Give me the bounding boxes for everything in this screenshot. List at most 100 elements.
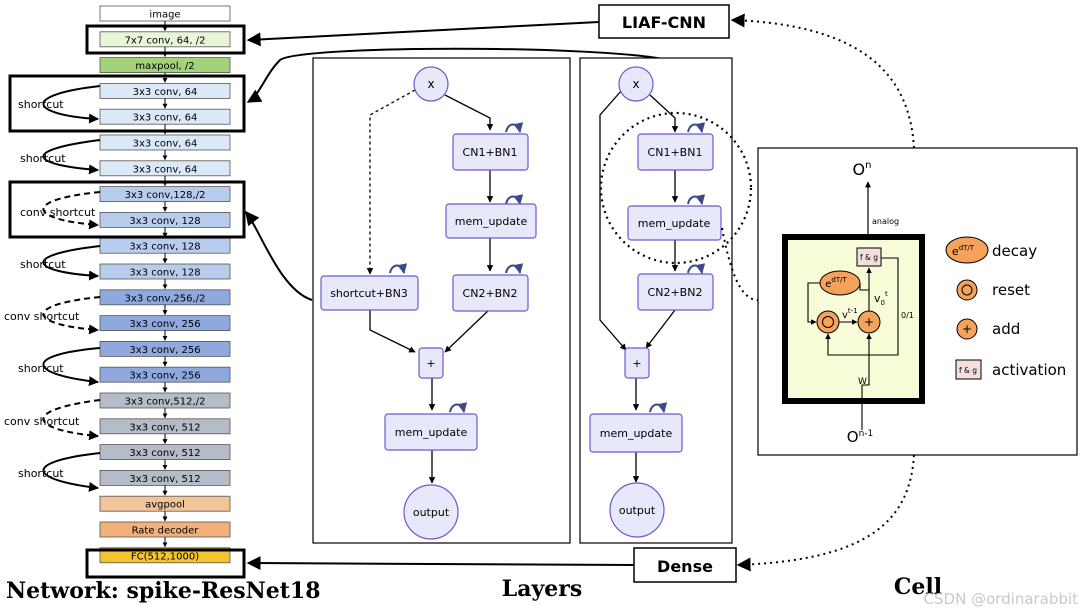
cn2-bn2-label: CN2+BN2 <box>463 287 518 300</box>
shortcut-label: shortcut <box>18 362 64 375</box>
layers-title: Layers <box>502 576 582 602</box>
add-legend-label: add <box>992 320 1020 338</box>
network-layer-box <box>99 547 231 564</box>
shortcut-bn3-node <box>320 275 419 311</box>
network-layer-label: 3x3 conv,256,/2 <box>125 293 206 304</box>
activation-legend-label: activation <box>992 361 1066 379</box>
mem-update-label: mem_update <box>455 215 528 228</box>
decay-legend-label: decay <box>992 242 1037 260</box>
basic-block-edges <box>599 89 679 483</box>
add-symbol: + <box>864 315 874 329</box>
multiply-node <box>413 66 449 102</box>
output-symbol: On <box>853 160 872 179</box>
network-title: Network: spike-ResNet18 <box>6 578 321 604</box>
mem-update-node <box>627 205 722 241</box>
shortcut-bn3-label: shortcut+BN3 <box>330 287 408 300</box>
shortcut-arcs <box>42 85 101 492</box>
cn2-bn2-label: CN2+BN2 <box>648 286 703 299</box>
basic-block-link <box>246 47 669 103</box>
mem-update-node <box>445 203 537 239</box>
liaf-cnn-box <box>598 4 730 39</box>
mem-update-label: mem_update <box>395 426 468 439</box>
output-node <box>609 482 665 538</box>
spike-label: 0/1 <box>901 311 914 320</box>
basic-block-highlight-box <box>8 74 246 133</box>
reset-node <box>816 310 840 334</box>
network-layer-label: 3x3 conv, 512 <box>129 422 200 433</box>
conv-block-link <box>245 210 313 301</box>
network-layer-label: 3x3 conv, 128 <box>129 268 200 279</box>
cn1-bn1-label: CN1+BN1 <box>463 146 518 159</box>
network-layer-label: avgpool <box>145 500 185 511</box>
add-node <box>418 347 444 379</box>
conv7-highlight-box <box>85 24 246 55</box>
network-layer-label: 3x3 conv, 256 <box>129 345 200 356</box>
add-node-label: + <box>632 357 641 370</box>
conv-block-edges <box>366 89 494 484</box>
mem-update-label: mem_update <box>600 427 673 440</box>
multiply-node-label: x <box>427 77 434 91</box>
liaf-cnn-label: LIAF-CNN <box>622 13 706 32</box>
cell-title: Cell <box>894 574 942 600</box>
shortcut-label: shortcut <box>20 152 66 165</box>
activation-legend-icon <box>955 359 982 380</box>
dense-label: Dense <box>657 557 713 576</box>
cell-to-liaf-dotted-arrow <box>730 13 915 149</box>
multiply-node-label: x <box>632 77 639 91</box>
network-layer-label: 3x3 conv, 512 <box>129 448 200 459</box>
reset-legend-label: reset <box>992 281 1030 299</box>
network-layer-label: 3x3 conv, 512 <box>129 474 200 485</box>
activation-box <box>856 247 882 267</box>
multiply-node <box>618 66 654 102</box>
network-layer-label: 7x7 conv, 64, /2 <box>125 35 206 46</box>
network-layer-label: 3x3 conv,512,/2 <box>125 397 206 408</box>
shortcut-label: shortcut <box>18 467 64 480</box>
watermark: CSDN @ordinarabbit <box>923 590 1078 608</box>
membrane-now-label: v0t <box>874 290 888 307</box>
mem-to-cell-dotted-link <box>721 227 759 301</box>
network-layer-label: 3x3 conv, 64 <box>133 139 198 150</box>
shortcut-label: shortcut <box>18 98 64 111</box>
add-node-label: + <box>426 357 435 370</box>
cell-to-dense-dotted-arrow <box>736 454 915 572</box>
mem-update-node <box>384 413 478 451</box>
conv-shortcut-label: conv shortcut <box>4 310 80 323</box>
network-layer-label: 3x3 conv, 128 <box>129 216 200 227</box>
conv-shortcut-label: conv shortcut <box>4 415 80 428</box>
add-node <box>624 347 650 379</box>
focus-circle <box>599 111 753 265</box>
reset-legend-icon <box>956 279 978 301</box>
add-legend-symbol: + <box>962 322 972 336</box>
reset-legend-icon-inner <box>961 284 973 296</box>
cn1-bn1-label: CN1+BN1 <box>648 146 703 159</box>
network-layer-label: 3x3 conv, 128 <box>129 242 200 253</box>
mem-update-label: mem_update <box>638 217 711 230</box>
decay-legend-symbol: edT/T <box>952 244 975 258</box>
activation-legend-symbol: f & g <box>959 366 977 375</box>
network-layer-label: 3x3 conv, 64 <box>133 164 198 175</box>
output-label: output <box>619 504 656 517</box>
activation-box-label: f & g <box>860 253 878 262</box>
conv-shortcut-label: conv shortcut <box>20 206 96 219</box>
add-legend-icon <box>956 318 978 340</box>
fc-highlight-box <box>85 548 246 579</box>
output-node <box>403 484 459 540</box>
recurrent-loop-icons <box>389 122 706 413</box>
analog-label: analog <box>872 217 899 226</box>
network-layer-label: FC(512,1000) <box>131 551 199 562</box>
network-layer-label: maxpool, /2 <box>135 61 194 72</box>
weight-label: W <box>858 377 867 387</box>
network-layer-label: Rate decoder <box>132 526 200 537</box>
cn1-bn1-node <box>452 133 529 171</box>
membrane-prev-label: vt-1 <box>842 307 858 321</box>
network-layer-label: 3x3 conv, 64 <box>133 113 198 124</box>
dense-box <box>633 547 737 583</box>
conv-block-highlight-box <box>8 180 246 239</box>
reset-node-inner <box>822 316 834 328</box>
network-layer-label: 3x3 conv, 256 <box>129 319 200 330</box>
mem-update-node <box>589 413 683 453</box>
cn1-bn1-node <box>637 133 714 171</box>
output-label: output <box>413 506 450 519</box>
neuron-wires <box>807 257 899 430</box>
